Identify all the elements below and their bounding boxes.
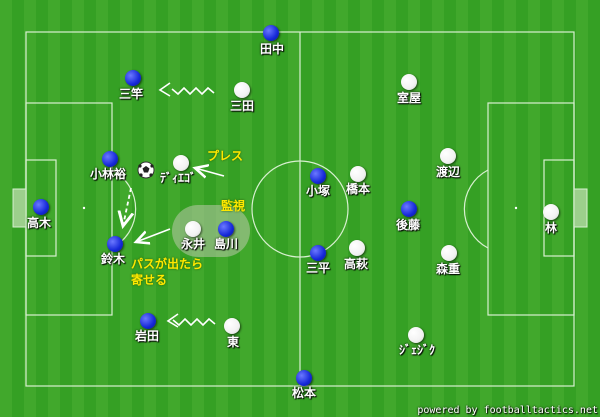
player-marker <box>310 168 326 184</box>
player-name: 岩田 <box>135 329 160 343</box>
player-marker <box>224 318 240 334</box>
player-marker <box>310 245 326 261</box>
player-marker <box>263 25 279 41</box>
press-wave-upper-head <box>158 82 171 97</box>
player-name: 小林裕 <box>90 167 127 181</box>
player-marker <box>107 236 123 252</box>
press-wave-lower-head <box>166 313 179 328</box>
left-penalty-spot <box>82 206 86 210</box>
player-name: 後藤 <box>396 218 421 232</box>
player-name: 森重 <box>436 262 461 276</box>
player-marker <box>140 313 156 329</box>
player-marker <box>349 240 365 256</box>
player-marker <box>218 221 234 237</box>
player-marker <box>296 370 312 386</box>
center-circle <box>251 160 349 258</box>
player-marker <box>401 201 417 217</box>
player-marker <box>125 70 141 86</box>
player-name: 渡辺 <box>436 165 461 179</box>
left-goal <box>12 188 27 228</box>
player-name: 東 <box>227 335 240 349</box>
player-name: ﾃﾞｨｴｺﾞ <box>160 171 197 185</box>
right-goal <box>573 188 588 228</box>
note-pass-line2: 寄せる <box>131 273 168 287</box>
player-name: 三平 <box>306 261 331 275</box>
press-wave-upper <box>171 86 215 96</box>
note-press: プレス <box>207 149 244 163</box>
player-name: 橋本 <box>346 182 371 196</box>
player-marker <box>33 199 49 215</box>
player-name: 高木 <box>27 216 52 230</box>
credit-text: powered by footballtactics.net <box>417 405 598 416</box>
player-marker <box>440 148 456 164</box>
player-marker <box>102 151 118 167</box>
player-name: 島川 <box>214 237 239 251</box>
player-marker <box>401 74 417 90</box>
press-arrow <box>195 168 225 176</box>
player-name: 高萩 <box>344 257 369 271</box>
player-name: 松本 <box>292 386 317 400</box>
player-name: 田中 <box>260 42 285 56</box>
right-penalty-arc <box>463 169 489 249</box>
player-marker <box>350 166 366 182</box>
player-name: 林 <box>545 221 558 235</box>
player-marker <box>185 221 201 237</box>
note-watch: 監視 <box>221 199 246 213</box>
player-marker <box>408 327 424 343</box>
player-marker <box>234 82 250 98</box>
player-name: 永井 <box>181 237 206 251</box>
player-name: 三田 <box>230 99 255 113</box>
player-name: 鈴木 <box>101 252 126 266</box>
ball-icon <box>137 161 155 179</box>
player-name: 三竿 <box>119 87 144 101</box>
press-wave-lower <box>172 317 216 327</box>
player-marker <box>173 155 189 171</box>
player-marker <box>441 245 457 261</box>
player-name: 小塚 <box>306 184 331 198</box>
right-penalty-spot <box>514 206 518 210</box>
close-down-arrow <box>136 228 171 242</box>
player-name: 室屋 <box>397 91 422 105</box>
player-marker <box>543 204 559 220</box>
player-name: ｼﾞｪｼﾞｸ <box>399 343 436 357</box>
note-pass-line1: パスが出たら <box>131 257 204 271</box>
